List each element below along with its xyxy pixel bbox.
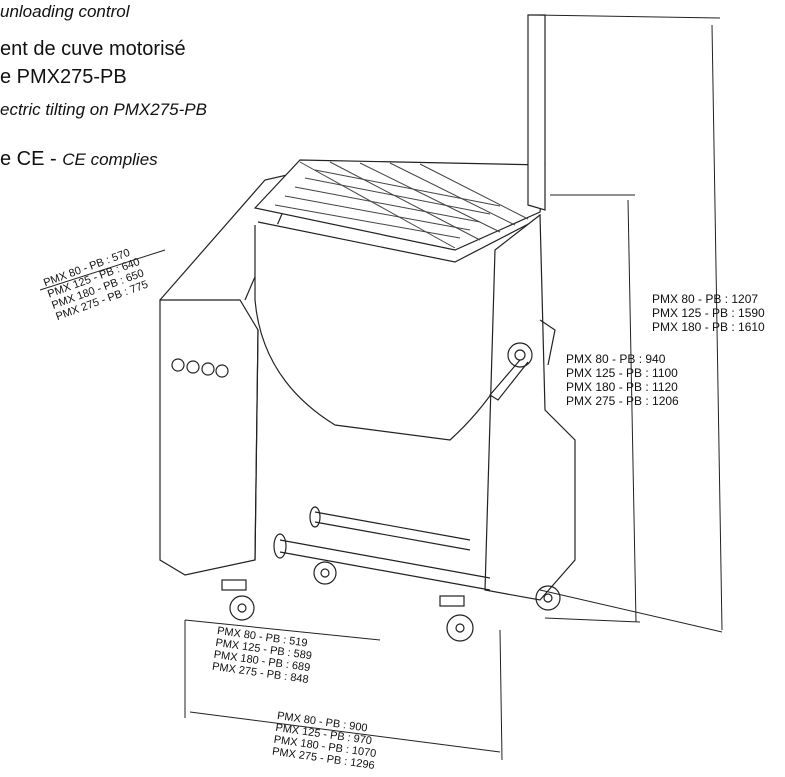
control-cabinet [159, 299, 259, 576]
tilting-wheel [507, 342, 533, 368]
dim-label: PMX 275 - PB : 1206 [566, 394, 679, 408]
grid-bars [274, 161, 529, 249]
control-button [171, 358, 185, 372]
dim-label: PMX 125 - PB : 1100 [566, 366, 678, 380]
mixer-outline [159, 14, 576, 642]
control-button [186, 360, 200, 374]
spec-ce: e CE - CE complies [0, 148, 158, 171]
tilting-lever [489, 359, 529, 401]
spec-tilting-en: ectric tilting on PMX275-PB [0, 100, 207, 119]
control-button [201, 362, 215, 376]
dim-tank-height: PMX 80 - PB : 940 PMX 125 - PB : 1100 PM… [566, 352, 679, 408]
control-button [215, 364, 229, 378]
spec-unloading-control: unloading control [0, 2, 130, 21]
caster-wheels [221, 561, 561, 642]
spec-tilting-model: e PMX275-PB [0, 66, 127, 88]
spec-list: unloading control ent de cuve motorisé e… [0, 0, 300, 180]
dim-label: PMX 180 - PB : 1610 [652, 320, 765, 334]
spec-ce-en: CE complies [62, 150, 158, 169]
axle-bar [279, 539, 491, 591]
tilting-rail [527, 14, 546, 211]
dim-label: PMX 80 - PB : 1207 [652, 292, 759, 306]
spec-ce-fr: e CE - [0, 148, 63, 170]
dim-label: PMX 180 - PB : 1120 [566, 380, 678, 394]
dim-label: PMX 80 - PB : 940 [566, 352, 666, 366]
dimension-lines [39, 14, 723, 761]
axle-bar [314, 511, 471, 551]
dim-label: PMX 125 - PB : 1590 [652, 306, 765, 320]
dim-total-height: PMX 80 - PB : 1207 PMX 125 - PB : 1590 P… [652, 292, 765, 334]
spec-tilting-fr: ent de cuve motorisé [0, 38, 186, 60]
side-frame [484, 213, 576, 601]
